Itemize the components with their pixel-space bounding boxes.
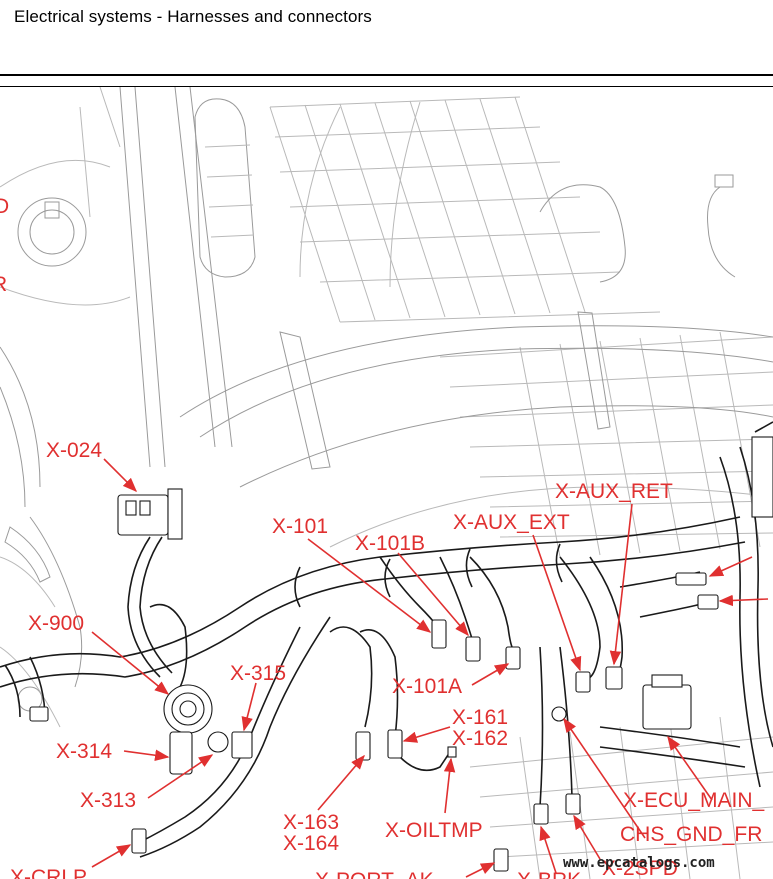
label-x-315: X-315: [230, 662, 286, 685]
connector-x101a: [505, 646, 521, 670]
label-x-162: X-162: [452, 727, 508, 750]
label-x-161: X-161: [452, 706, 508, 729]
label-x-314: X-314: [56, 740, 112, 763]
label-cut-d: D: [0, 195, 9, 218]
connector-x-oiltmp: [447, 746, 457, 758]
label-x-oiltmp: X-OILTMP: [385, 819, 483, 842]
leader-lines: [91, 458, 769, 878]
connector-x-crlp: [131, 828, 147, 854]
label-x-313: X-313: [80, 789, 136, 812]
label-cut-r: R: [0, 273, 7, 296]
header-rule-thin: [0, 86, 773, 87]
label-x-2spd: X-2SPD: [602, 857, 678, 879]
connector-x161: [387, 729, 403, 759]
fitting-left: [29, 706, 49, 722]
connector-x-brk: [533, 803, 549, 825]
connector-x-ecu-main: [642, 674, 692, 730]
label-x-101a: X-101A: [392, 675, 462, 698]
connector-right-upper: [675, 572, 707, 586]
label-x-aux-ret: X-AUX_RET: [555, 480, 673, 503]
label-x-163: X-163: [283, 811, 339, 834]
label-x-900: X-900: [28, 612, 84, 635]
wire-harness: [0, 421, 773, 872]
connector-x-2spd: [565, 793, 581, 815]
chassis-linework: [0, 87, 773, 879]
label-x-164: X-164: [283, 832, 339, 855]
connector-x-aux-ret: [605, 666, 623, 690]
label-x-brk: X-BRK: [517, 869, 581, 879]
connector-chs-gnd: [551, 706, 567, 722]
callout-labels: D R X-024 X-900 X-315 X-314 X-313 X-101 …: [0, 195, 765, 879]
label-x-crlp: X-CRLP: [10, 866, 87, 879]
connector-x-port: [493, 848, 509, 872]
connector-x313: [207, 731, 229, 753]
label-x-101: X-101: [272, 515, 328, 538]
connector-x101b: [465, 636, 481, 662]
connector-x900: [163, 684, 213, 734]
connector-right-lower: [697, 594, 719, 610]
connector-x-aux-ext: [575, 671, 591, 693]
label-x-101b: X-101B: [355, 532, 425, 555]
connector-right-edge: [751, 436, 773, 518]
connector-x315: [231, 731, 253, 759]
connector-x163: [355, 731, 371, 761]
watermark: www.epcatalogs.com: [563, 855, 715, 871]
label-x-024: X-024: [46, 439, 102, 462]
label-chs-gnd: CHS_GND_FR: [620, 823, 762, 846]
label-x-ecu-main: X-ECU_MAIN_: [623, 789, 765, 812]
harness-diagram: D R X-024 X-900 X-315 X-314 X-313 X-101 …: [0, 87, 773, 879]
connector-x101: [431, 619, 447, 649]
connector-x314: [169, 731, 193, 775]
header-rule: [0, 74, 773, 76]
connector-x024: [117, 488, 183, 540]
page-title: Electrical systems - Harnesses and conne…: [14, 7, 372, 26]
label-x-port: X-PORT_AK: [315, 869, 434, 879]
label-x-aux-ext: X-AUX_EXT: [453, 511, 570, 534]
